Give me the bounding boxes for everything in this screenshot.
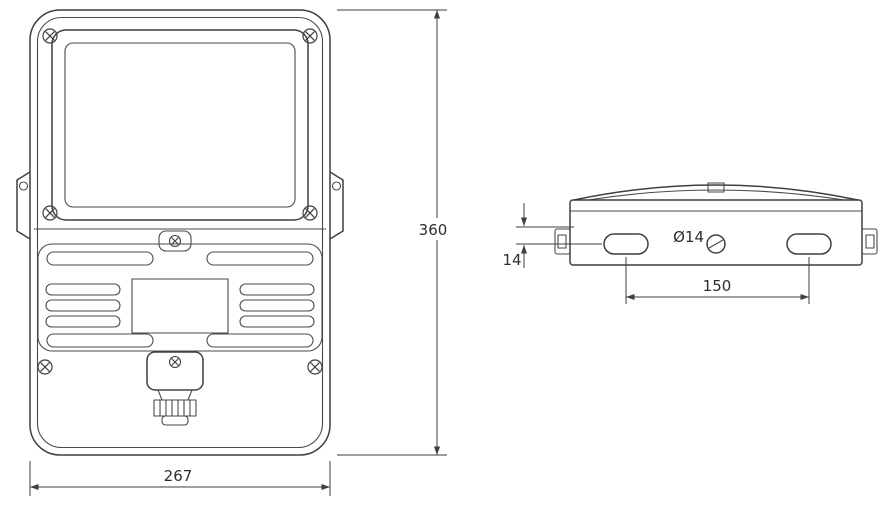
side-body-outline (569, 199, 863, 266)
nameplate-recess (131, 278, 229, 334)
fin-slot (206, 333, 314, 348)
ear-bolt-icon (18, 181, 29, 191)
dome-tab (707, 182, 725, 193)
dim-text-mask (411, 218, 455, 240)
fin-slot (239, 299, 315, 312)
cable-gland (146, 351, 204, 426)
front-view-dimensions: 360 267 (29, 9, 455, 496)
lens-frame (51, 29, 309, 221)
fin-slot (239, 283, 315, 296)
side-clamp-right (861, 228, 878, 255)
screw-icon (42, 205, 58, 221)
spacing-dim-label: 150 (703, 277, 732, 295)
fin-slot (206, 251, 314, 266)
hole-diameter-label: Ø14 (673, 228, 704, 246)
lens-dome-outer (573, 184, 859, 201)
fin-slot (45, 299, 121, 312)
center-hole (706, 234, 726, 254)
mounting-slot-right (786, 233, 832, 255)
fin-slot (46, 251, 154, 266)
side-view (554, 182, 878, 266)
offset-dim-label: 14 (502, 251, 521, 269)
center-hole-slot-mark (708, 239, 724, 249)
fin-slot (45, 315, 121, 328)
width-dim-label: 267 (164, 467, 193, 485)
screw-icon (37, 359, 53, 375)
screw-icon (168, 234, 182, 248)
center-tab-top (158, 230, 192, 252)
housing-outline (29, 9, 331, 456)
housing-inner-contour (36, 16, 324, 449)
mounting-ear-right (329, 171, 344, 240)
screw-icon (302, 205, 318, 221)
ear-bolt-icon (331, 181, 342, 191)
mounting-ear-left (16, 171, 31, 240)
lens-dome-inner (587, 189, 845, 201)
lens-glass (64, 42, 296, 208)
screw-icon (168, 355, 182, 369)
screw-icon (307, 359, 323, 375)
fin-slot (239, 315, 315, 328)
fin-slot (46, 333, 154, 348)
height-dim-label: 360 (419, 221, 448, 239)
front-view (16, 9, 344, 456)
side-clamp-left (554, 228, 571, 255)
fin-slot (45, 283, 121, 296)
mounting-slot-left (603, 233, 649, 255)
fin-region-outline (37, 243, 323, 352)
side-view-dimensions: Ø14 14 150 (502, 203, 810, 304)
